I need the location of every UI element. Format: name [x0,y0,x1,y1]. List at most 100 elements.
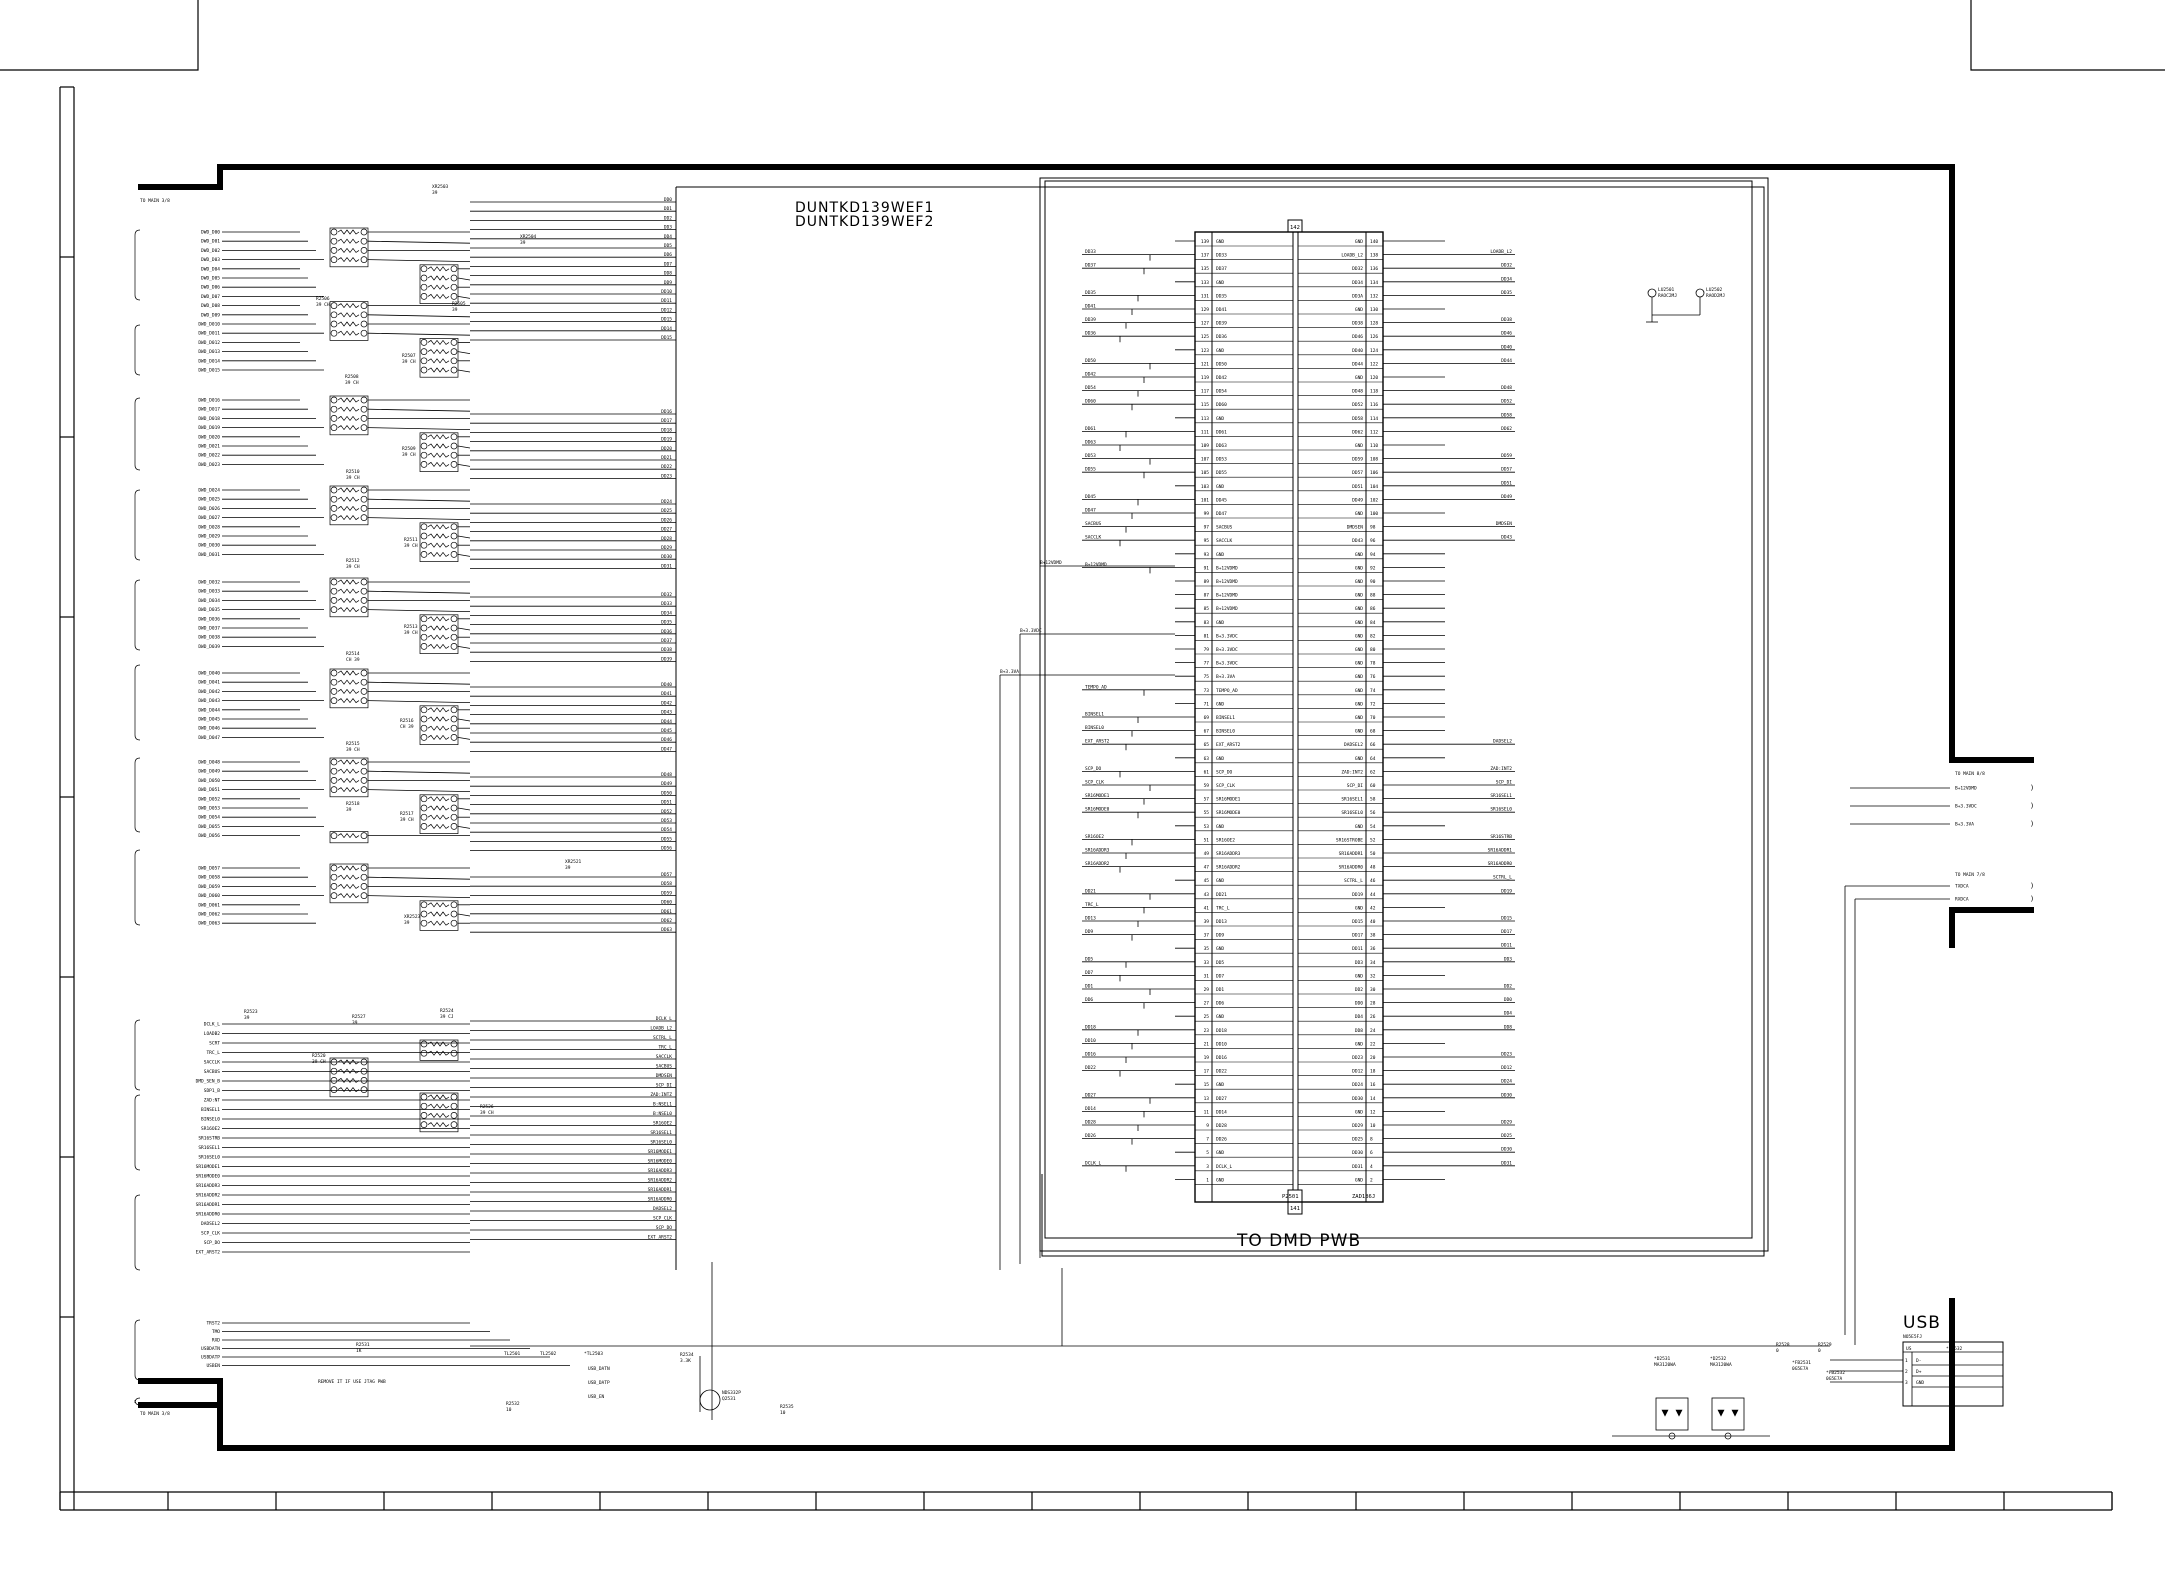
pin-signal: LOADB_L2 [1341,253,1363,259]
resistor-zigzag [427,1094,450,1100]
resistor-pin [330,486,338,494]
test-point [1647,288,1657,298]
input-label: DWD_D054 [198,815,220,821]
input-label: DWD_D018 [198,416,220,422]
control-input-label: LOADB2 [204,1031,221,1037]
pin-number: 68 [1370,729,1376,735]
connector-left-signal: DD53 [1085,453,1096,459]
resistor-pin [450,283,458,291]
pin-signal: SCTRL_L [1344,878,1363,884]
control-input-label: SR16ADDR0 [196,1212,221,1218]
pin-number: 81 [1204,633,1210,639]
pin-number: 54 [1370,824,1376,830]
tl2503: *TL2503 [584,1351,603,1357]
resistor-wire [367,895,471,898]
resistor-pin [420,293,428,300]
pin-number: 28 [1370,1001,1376,1007]
resistor-pin [360,320,368,328]
pin-number: 95 [1204,538,1210,544]
connector-left-signal: DD36 [1085,331,1096,337]
pin-number: 31 [1204,973,1210,979]
brace [134,1397,141,1406]
pin-number: 116 [1370,402,1378,408]
pin-number: 104 [1370,484,1378,490]
pin-number: 16 [1370,1082,1376,1088]
pin-signal: DD17 [1352,933,1363,939]
connector-left-signal: DD5 [1085,956,1093,962]
input-label: DWD_D052 [198,796,220,802]
resistor-pin [360,606,368,613]
resistor-pin [360,237,368,245]
output-label: DD10 [661,289,672,295]
pin-number: 88 [1370,593,1376,599]
connector-top-pin: 142 [1290,225,1300,231]
output-label: DD38 [661,647,672,653]
main7-output: TXDCA [1955,884,1969,890]
resistor-pin [360,832,368,839]
pin-number: 59 [1204,783,1210,789]
resistor-pin [330,777,338,784]
connector-left-signal: DD42 [1085,372,1096,378]
resistor-pin [450,348,458,355]
connector-left-signal: SR16ADDR3 [1085,848,1110,854]
resistor-pin [450,366,458,374]
connector-left-signal: SCP_CLK [1085,780,1104,786]
pin-signal: TRC_L [1216,905,1230,911]
output-label: DD19 [661,437,672,443]
resistor-zigzag [337,406,360,412]
input-label: DWD_D050 [198,778,220,784]
r2531-value: 1K [356,1348,362,1354]
resistor-ref: R2510 [346,469,360,475]
resistor-ref: R2509 [402,446,416,452]
pin-signal: DD33 [1216,253,1227,259]
pin-signal: GND [1216,701,1224,707]
resistor-pin [330,247,338,254]
input-label: DWD_D034 [198,598,220,604]
resistor-zigzag [427,911,450,917]
brace [134,664,141,741]
resistor-zigzag [337,588,360,594]
resistor-zigzag [337,679,360,685]
connector-left-signal: SACBUS [1085,521,1102,527]
power-rail-label: B+3.3VA [1000,669,1019,675]
module-outline [675,177,1769,1270]
connector-right-signal: DD11 [1501,943,1512,949]
resistor-value: 39 CH [346,747,360,753]
resistor-pin [330,767,338,775]
r2528-value: 0 [1776,1348,1779,1354]
input-label: DWD_D04 [201,266,220,272]
output-label: DD53 [661,818,672,824]
resistor-zigzag [337,515,360,521]
pin-number: 120 [1370,375,1378,381]
connector-bracket: ) [2030,882,2034,890]
resistor-ref: R2520 [312,1053,326,1059]
resistor-ref: R2516 [400,718,414,724]
resistor-pin [330,832,338,839]
pin-number: 51 [1204,837,1210,843]
power-rail-label: B+3.3VDC [1020,628,1042,634]
resistor-pin [450,823,458,830]
pin-signal: DD19 [1352,892,1363,898]
resistor-pin [330,415,338,422]
resistor-value: 39 CH [404,543,418,549]
pin-signal: DD0 [1355,1001,1363,1007]
pin-signal: DD39 [1216,321,1227,327]
resistor-pin [420,532,428,540]
input-label: DWD_D031 [198,552,220,558]
output-label: DD61 [661,909,672,915]
tl2502: TL2502 [540,1351,557,1357]
connector-left-signal: DD18 [1085,1024,1096,1030]
pin-signal: GND [1216,280,1224,286]
connector-right-signal: DD30 [1501,1092,1512,1098]
resistor-zigzag [337,425,360,431]
pin-number: 50 [1370,851,1376,857]
pin-number: 119 [1201,375,1209,381]
pin-number: 27 [1204,1001,1210,1007]
control-input-label: SR16SEL0 [198,1155,220,1161]
connector-right-signal: DD30 [1501,1147,1512,1153]
connector-right-signal: DD62 [1501,426,1512,432]
resistor-wire [367,408,471,412]
input-label: DWD_D00 [201,230,220,236]
resistor-zigzag [427,358,450,364]
